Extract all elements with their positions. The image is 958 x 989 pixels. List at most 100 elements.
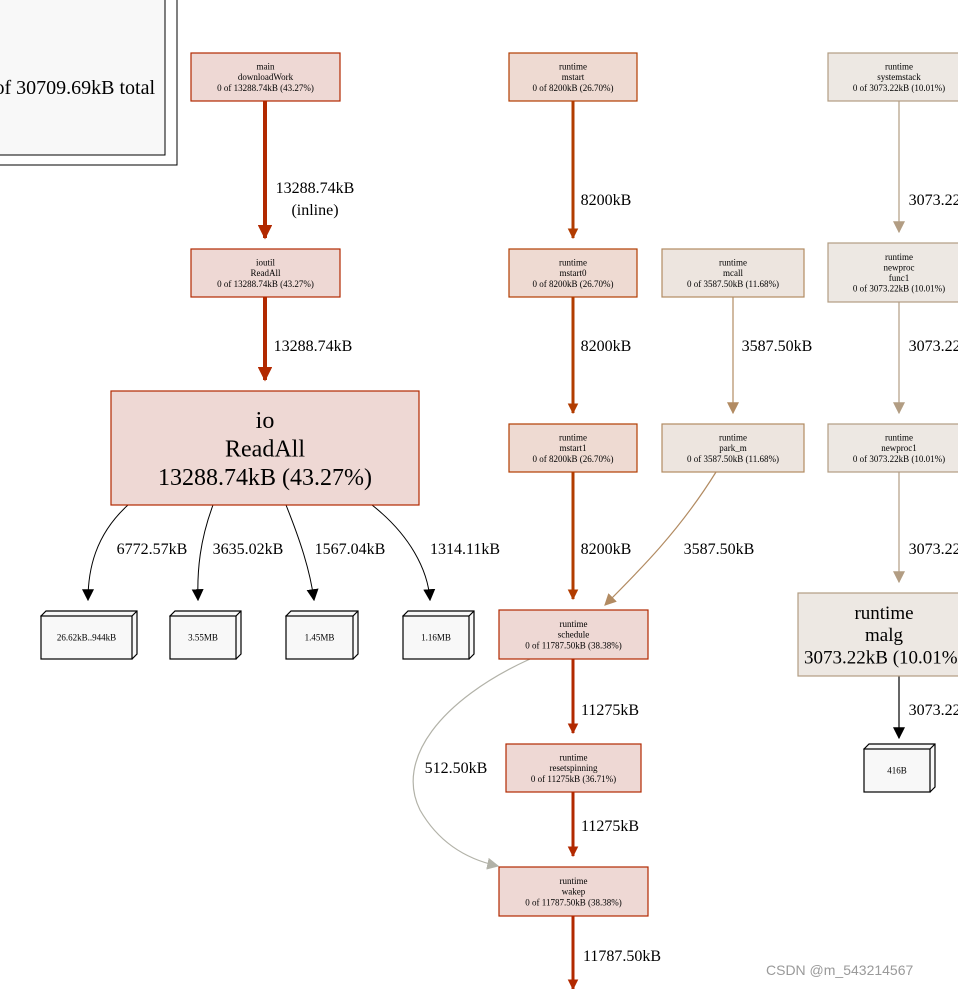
leaf-leaf4[interactable]: 1.16MB [402,610,475,660]
node-label: 13288.74kB (43.27%) [158,465,372,491]
edge-label: 13288.74kB [276,180,355,197]
edge-resetspinning-to-wakep[interactable]: 11275kB [567,792,639,858]
node-label: 0 of 13288.74kB (43.27%) [217,83,314,93]
edge-label: 6772.57kB [117,541,188,558]
edge-label: 11787.50kB [583,948,661,965]
node-label: runtime [719,258,747,268]
node-label: resetspinning [550,763,598,773]
edge-label: 8200kB [581,192,632,209]
node-label: mstart1 [560,443,587,453]
edge-label: 8200kB [581,338,632,355]
edge-ioReadAll-to-leaf2[interactable]: 3635.02kB [191,504,284,602]
node-label: systemstack [877,72,921,82]
edge-schedule-to-wakep[interactable]: 512.50kB [412,658,531,870]
node-label: park_m [719,443,747,453]
node-label: ReadAll [251,268,281,278]
leaf-leaf2[interactable]: 3.55MB [169,610,242,660]
edge-label: 13288.74kB [274,338,353,355]
edge-label: 3635.02kB [213,541,284,558]
legend-total: of 30709.69kB total [0,77,155,99]
node-label: wakep [562,887,586,897]
node-label: malg [865,625,903,646]
edge-wakep-to-out[interactable]: 11787.50kB [567,916,661,989]
leaf-leaf1[interactable]: 26.62kB..944kB [39,610,138,660]
edge-label: 512.50kB [425,760,488,777]
edge-line [82,504,129,602]
edge-newproc1-to-malg[interactable]: 3073.22kB [893,472,958,584]
node-label: 0 of 3073.22kB (10.01%) [853,454,945,464]
edge-label: 8200kB [581,541,632,558]
node-label: runtime [559,62,587,72]
edge-ioReadAll-to-leaf4[interactable]: 1314.11kB [371,504,500,602]
edge-schedule-to-resetspinning[interactable]: 11275kB [567,659,639,735]
edge-label: (inline) [291,202,338,219]
edge-line [412,658,531,870]
leaf-leaf3[interactable]: 1.45MB [285,610,359,660]
node-label: 0 of 11787.50kB (38.38%) [525,897,621,907]
leaf-label: 3.55MB [188,633,218,643]
node-label: io [256,408,275,434]
node-label: runtime [559,258,587,268]
node-label: 0 of 3073.22kB (10.01%) [853,284,945,294]
edge-mstart0-to-mstart1[interactable]: 8200kB [567,297,632,415]
edge-ioutilReadAll-to-ioReadAll[interactable]: 13288.74kB [257,297,353,382]
edge-ioReadAll-to-leaf3[interactable]: 1567.04kB [285,504,386,602]
node-label: mstart [562,72,585,82]
edge-park_m-to-schedule[interactable]: 3587.50kB [604,471,754,606]
node-label: schedule [558,630,590,640]
edge-mcall-to-park_m[interactable]: 3587.50kB [727,297,813,415]
edge-label: 1314.11kB [430,541,500,558]
node-label: 0 of 8200kB (26.70%) [533,83,614,93]
node-label: runtime [885,252,913,262]
node-label: 0 of 13288.74kB (43.27%) [217,279,314,289]
edge-downloadWork-to-ioutilReadAll[interactable]: 13288.74kB (inline) [257,101,355,240]
node-label: runtime [885,62,913,72]
leaf-leaf5[interactable]: 416B [863,743,936,793]
node-label: mstart0 [560,268,587,278]
edge-label: 11275kB [581,702,639,719]
leaf-label: 1.45MB [305,633,335,643]
edge-line [371,504,436,602]
edge-label: 3587.50kB [742,338,813,355]
node-label: 0 of 8200kB (26.70%) [533,279,614,289]
leaf-label: 416B [887,766,907,776]
edge-mstart-to-mstart0[interactable]: 8200kB [567,101,632,240]
edge-mstart1-to-schedule[interactable]: 8200kB [567,472,632,601]
node-label: runtime [885,433,913,443]
node-label: runtime [560,619,588,629]
edge-label: 3073.22kB [909,541,958,558]
edge-label: 3073.22kB [909,338,958,355]
node-label: 3073.22kB (10.01%) [804,648,958,669]
edge-malg-to-leaf5[interactable]: 3073.22kB [893,676,958,740]
node-label: func1 [889,273,910,283]
edge-ioReadAll-to-leaf1[interactable]: 6772.57kB [82,504,188,602]
watermark: CSDN @m_543214567 [766,962,914,978]
edge-line [604,471,717,606]
node-label: mcall [723,268,743,278]
node-label: main [257,62,275,72]
node-label: ReadAll [225,436,305,462]
edge-label: 1567.04kB [315,541,386,558]
edge-label: 3073.22kB [909,192,958,209]
node-label: runtime [854,603,913,624]
node-label: runtime [559,433,587,443]
edge-systemstack-to-newprocfunc1[interactable]: 3073.22kB [893,101,958,234]
edge-newprocfunc1-to-newproc1[interactable]: 3073.22kB [893,302,958,415]
leaf-label: 26.62kB..944kB [57,633,116,643]
